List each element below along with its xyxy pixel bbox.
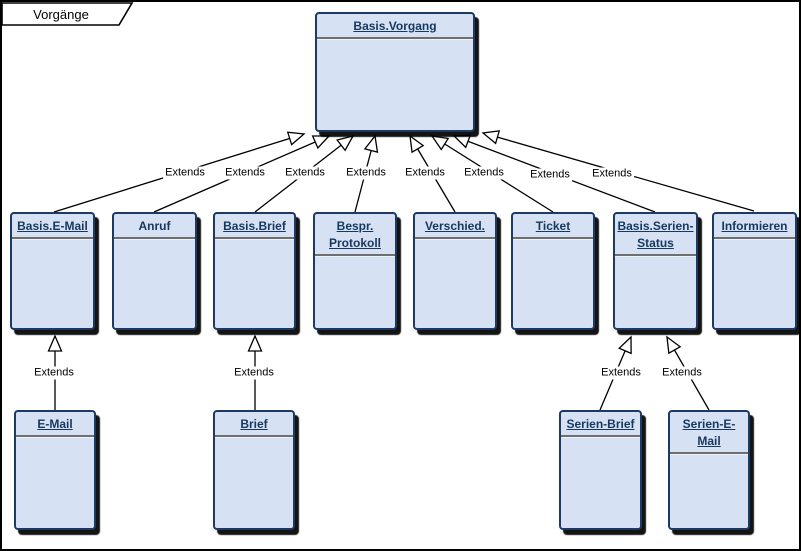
relation-label-extends: Extends [344, 166, 388, 180]
relation-label-extends: Extends [590, 167, 634, 181]
class-title: Serien-Brief [566, 417, 635, 431]
relation-label-extends: Extends [660, 366, 704, 380]
relation-label-extends: Extends [163, 166, 207, 180]
class-body [415, 240, 495, 328]
class-title: Informieren [721, 219, 788, 233]
class-body [215, 240, 294, 328]
class-divider [513, 237, 593, 240]
class-divider [561, 435, 640, 438]
relation-label-extends: Extends [599, 366, 643, 380]
class-title: Basis.Vorgang [353, 19, 437, 33]
class-divider [317, 37, 473, 40]
class-divider [114, 237, 195, 240]
class-anruf[interactable]: Anruf [112, 212, 197, 330]
class-divider [714, 237, 795, 240]
class-divider [215, 237, 294, 240]
class-body [513, 240, 593, 328]
class-title: Basis.E-Mail [17, 219, 88, 233]
relation-label-extends: Extends [32, 366, 76, 380]
class-basis-vorgang[interactable]: Basis.Vorgang [315, 12, 475, 132]
relation-label-extends: Extends [403, 166, 447, 180]
class-body [114, 240, 195, 328]
class-body [317, 40, 473, 130]
frame-title: Vorgänge [33, 7, 89, 22]
class-bespr-protokoll[interactable]: Bespr. Protokoll [313, 212, 397, 330]
class-title: Anruf [138, 219, 171, 233]
class-title: Verschied. [424, 219, 486, 233]
class-divider [12, 237, 93, 240]
relation-label-extends: Extends [232, 366, 276, 380]
class-body [315, 257, 395, 328]
class-serien-email[interactable]: Serien-E-Mail [668, 410, 750, 530]
class-basis-brief[interactable]: Basis.Brief [213, 212, 296, 330]
class-informieren[interactable]: Informieren [712, 212, 797, 330]
class-title: E-Mail [37, 417, 73, 431]
class-divider [215, 435, 293, 438]
class-title: Bespr. Protokoll [328, 219, 381, 250]
class-ticket[interactable]: Ticket [511, 212, 595, 330]
class-body [561, 438, 640, 528]
class-verschied[interactable]: Verschied. [413, 212, 497, 330]
class-body [16, 438, 94, 528]
class-title: Serien-E-Mail [682, 417, 736, 448]
class-title: Brief [240, 417, 268, 431]
relation-label-extends: Extends [223, 166, 267, 180]
class-body [12, 240, 93, 328]
class-body [714, 240, 795, 328]
class-divider [16, 435, 94, 438]
class-divider [670, 452, 748, 455]
relation-label-extends: Extends [462, 166, 506, 180]
class-email[interactable]: E-Mail [14, 410, 96, 530]
class-divider [315, 254, 395, 257]
class-title: Basis.Brief [223, 219, 286, 233]
relation-label-extends: Extends [283, 166, 327, 180]
class-serien-brief[interactable]: Serien-Brief [559, 410, 642, 530]
frame-label-pentagon [2, 2, 134, 26]
class-brief[interactable]: Brief [213, 410, 295, 530]
class-title: Basis.Serien-Status [617, 219, 694, 250]
class-title: Ticket [535, 219, 571, 233]
class-basis-email[interactable]: Basis.E-Mail [10, 212, 95, 330]
class-body [615, 257, 696, 328]
class-divider [415, 237, 495, 240]
class-body [670, 455, 748, 528]
relation-label-extends: Extends [528, 168, 572, 182]
class-body [215, 438, 293, 528]
class-basis-serien-status[interactable]: Basis.Serien-Status [613, 212, 698, 330]
class-divider [615, 254, 696, 257]
